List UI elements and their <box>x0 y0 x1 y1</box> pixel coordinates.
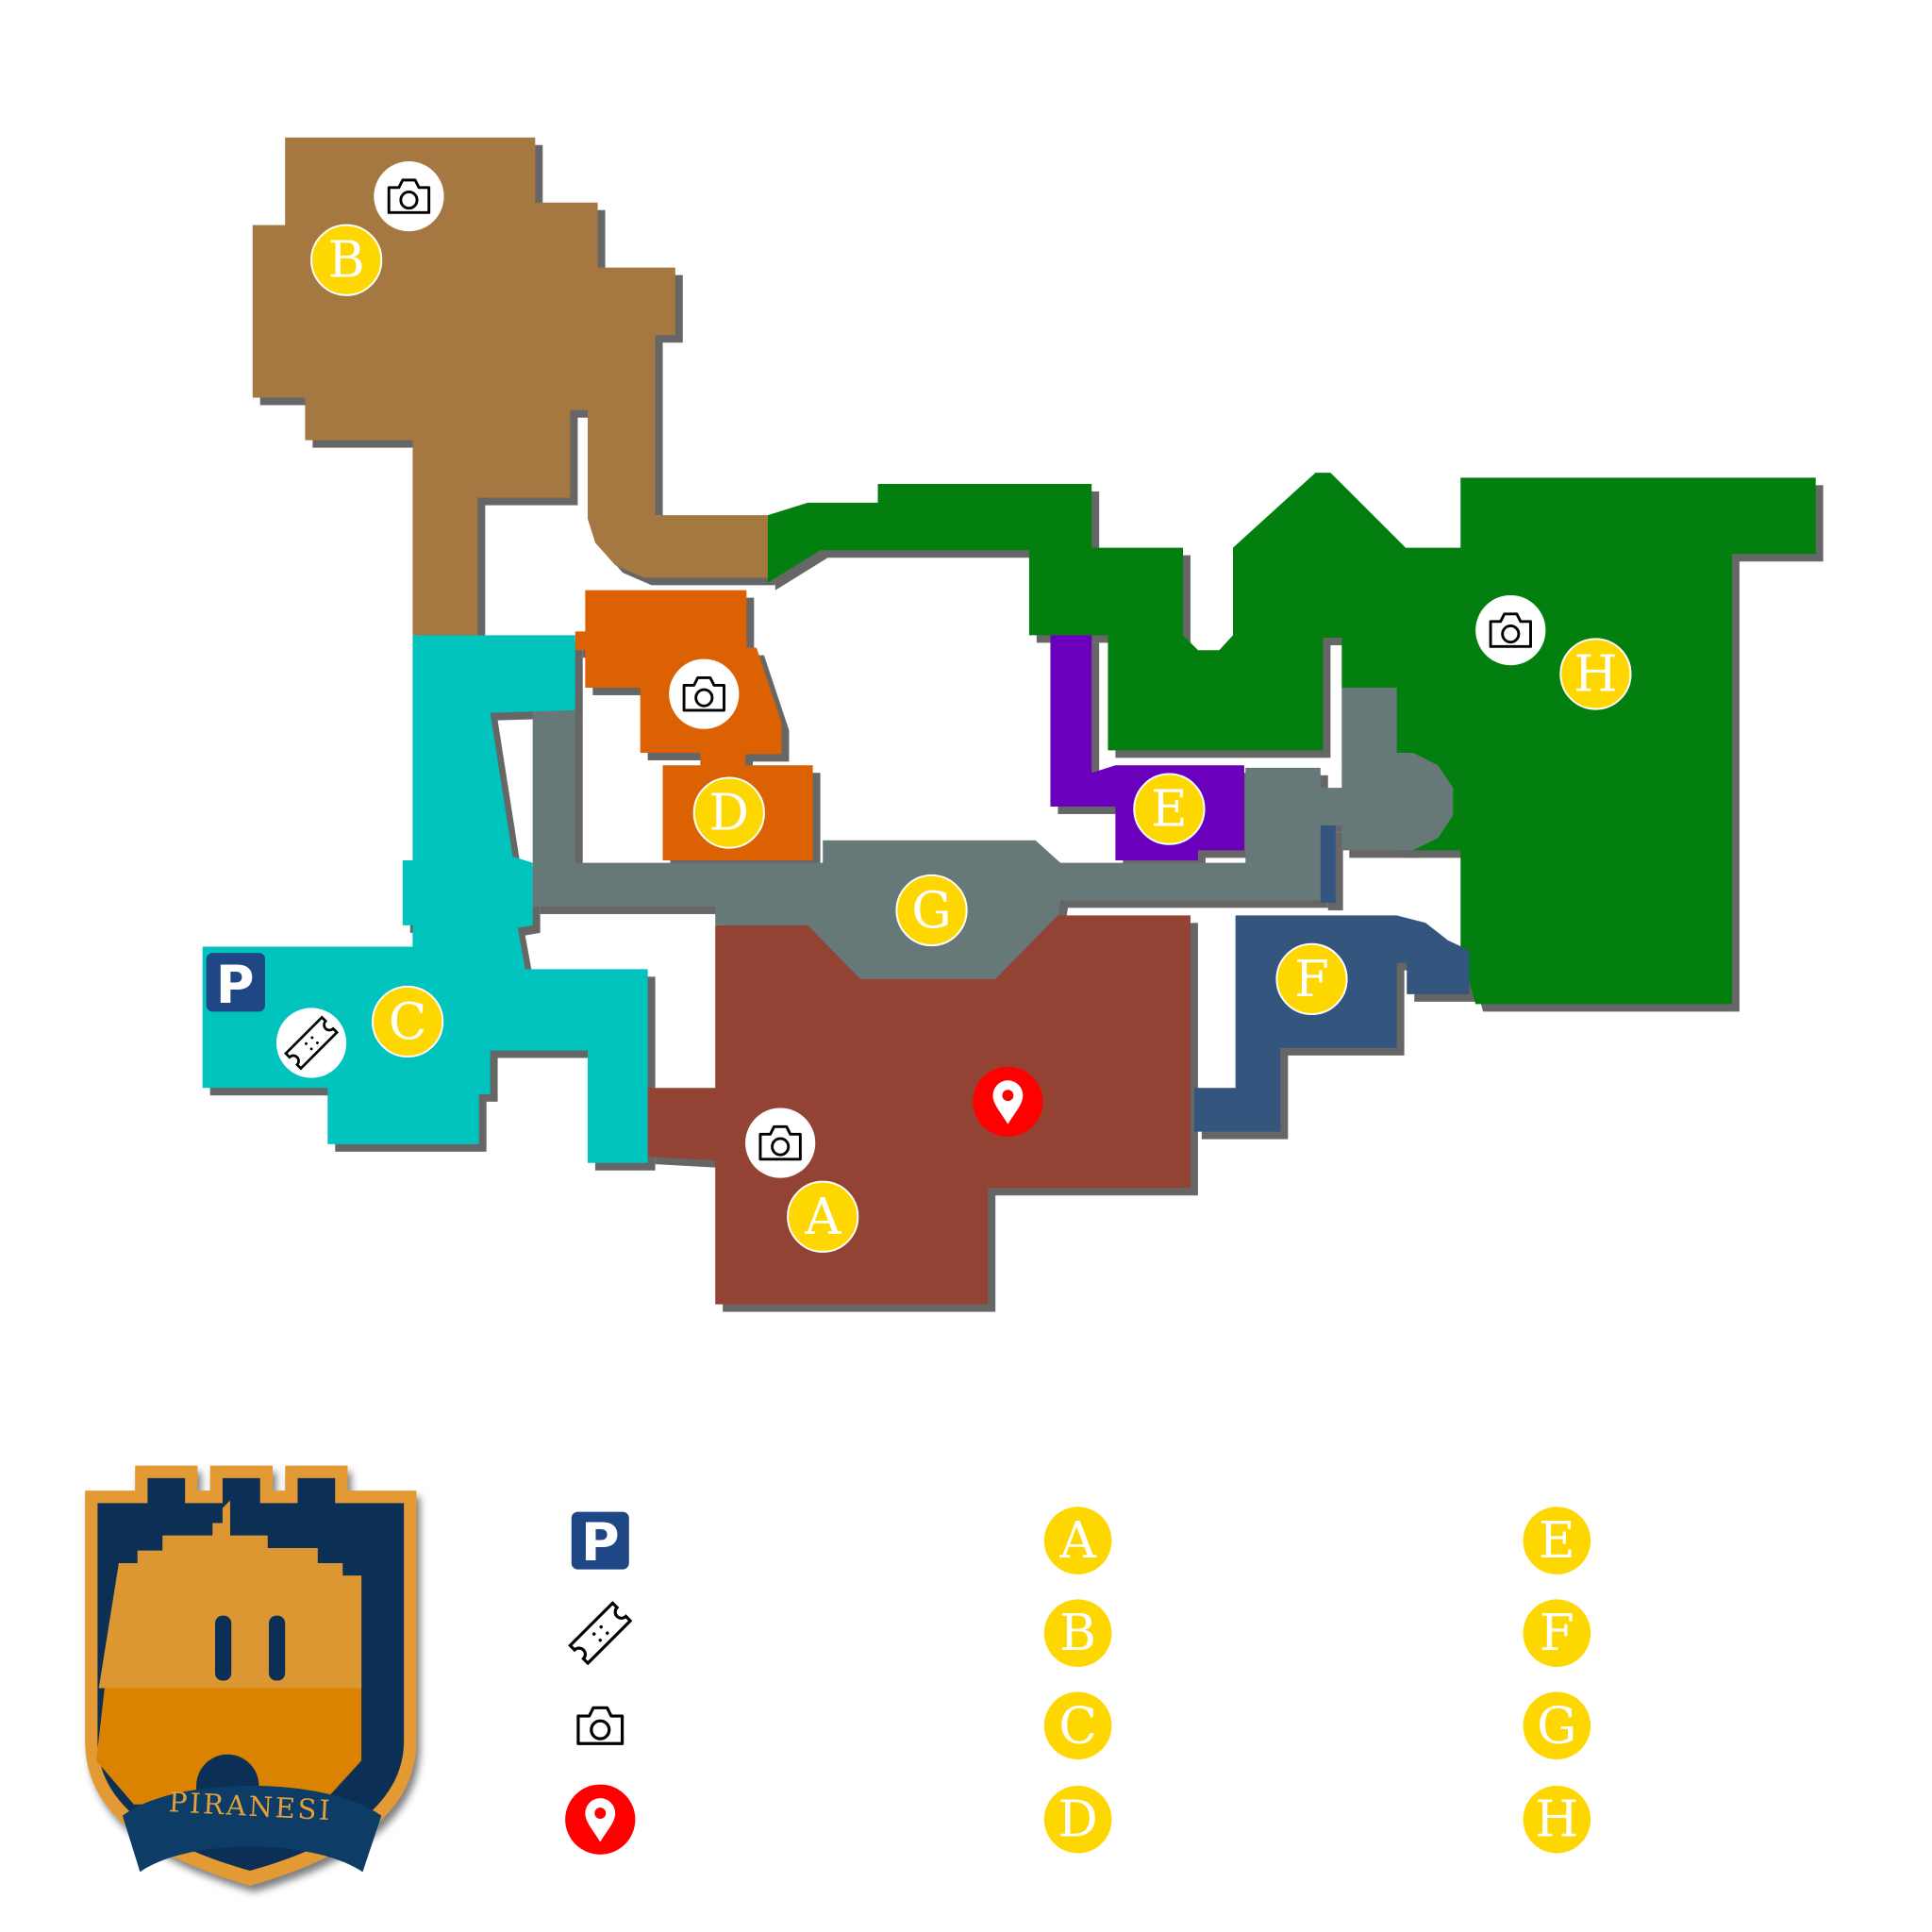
legend-letter-c: C <box>1043 1691 1112 1760</box>
svg-text:C: C <box>389 992 427 1051</box>
piranesi-logo: PIRANESI <box>85 1465 417 1886</box>
ticket-icon[interactable] <box>275 1008 347 1078</box>
svg-text:G: G <box>1537 1696 1576 1755</box>
legend-letter-f: F <box>1523 1599 1591 1667</box>
zone-g-area[interactable] <box>532 688 1454 979</box>
legend-parking-icon: P <box>571 1511 629 1574</box>
zone-marker-d[interactable]: D <box>692 776 765 849</box>
svg-text:F: F <box>1540 1604 1574 1662</box>
zone-marker-e[interactable]: E <box>1133 773 1206 845</box>
svg-text:B: B <box>328 231 365 290</box>
camera-icon[interactable] <box>743 1106 817 1180</box>
zone-f-connector <box>1320 824 1336 904</box>
legend-letter-a: A <box>1043 1507 1112 1574</box>
location-pin-icon[interactable] <box>973 1066 1043 1137</box>
legend-letter-d: D <box>1043 1785 1112 1854</box>
legend-location-pin-icon <box>565 1784 636 1855</box>
svg-text:E: E <box>1151 780 1188 839</box>
camera-icon[interactable] <box>667 658 741 731</box>
camera-icon[interactable] <box>372 159 446 233</box>
legend-letter-b: B <box>1043 1599 1112 1667</box>
zone-marker-a[interactable]: A <box>787 1180 859 1253</box>
zone-f-area[interactable] <box>1193 915 1470 1132</box>
zone-h-area[interactable] <box>767 473 1816 1005</box>
zone-marker-c[interactable]: C <box>372 985 444 1058</box>
svg-text:A: A <box>1058 1511 1096 1570</box>
legend-letter-e: E <box>1523 1507 1591 1574</box>
legend-letter-g: G <box>1523 1691 1591 1760</box>
zone-marker-b[interactable]: B <box>310 224 383 296</box>
zone-marker-h[interactable]: H <box>1559 638 1632 710</box>
svg-text:H: H <box>1574 644 1617 703</box>
svg-text:P: P <box>581 1512 620 1574</box>
svg-text:E: E <box>1539 1511 1575 1570</box>
zone-marker-g[interactable]: G <box>895 874 968 947</box>
svg-text:G: G <box>911 881 951 940</box>
svg-text:D: D <box>709 784 750 842</box>
svg-text:H: H <box>1535 1790 1578 1849</box>
svg-text:D: D <box>1058 1790 1098 1849</box>
legend-letter-h: H <box>1523 1785 1591 1854</box>
zone-b-area[interactable] <box>252 137 768 636</box>
svg-text:F: F <box>1294 950 1329 1008</box>
legend-camera-icon <box>576 1706 625 1745</box>
legend: P A B C D E F G H <box>565 1507 1591 1855</box>
camera-icon[interactable] <box>1474 593 1547 667</box>
svg-text:A: A <box>804 1188 841 1246</box>
zone-marker-f[interactable]: F <box>1275 942 1348 1016</box>
zone-a-area[interactable] <box>647 915 1191 1305</box>
svg-text:B: B <box>1059 1604 1096 1662</box>
svg-text:P: P <box>216 955 255 1016</box>
map-markers: P A B C D E F G H <box>206 159 1632 1253</box>
legend-ticket-icon <box>568 1601 632 1665</box>
svg-text:C: C <box>1058 1696 1097 1755</box>
parking-icon[interactable]: P <box>206 953 266 1016</box>
